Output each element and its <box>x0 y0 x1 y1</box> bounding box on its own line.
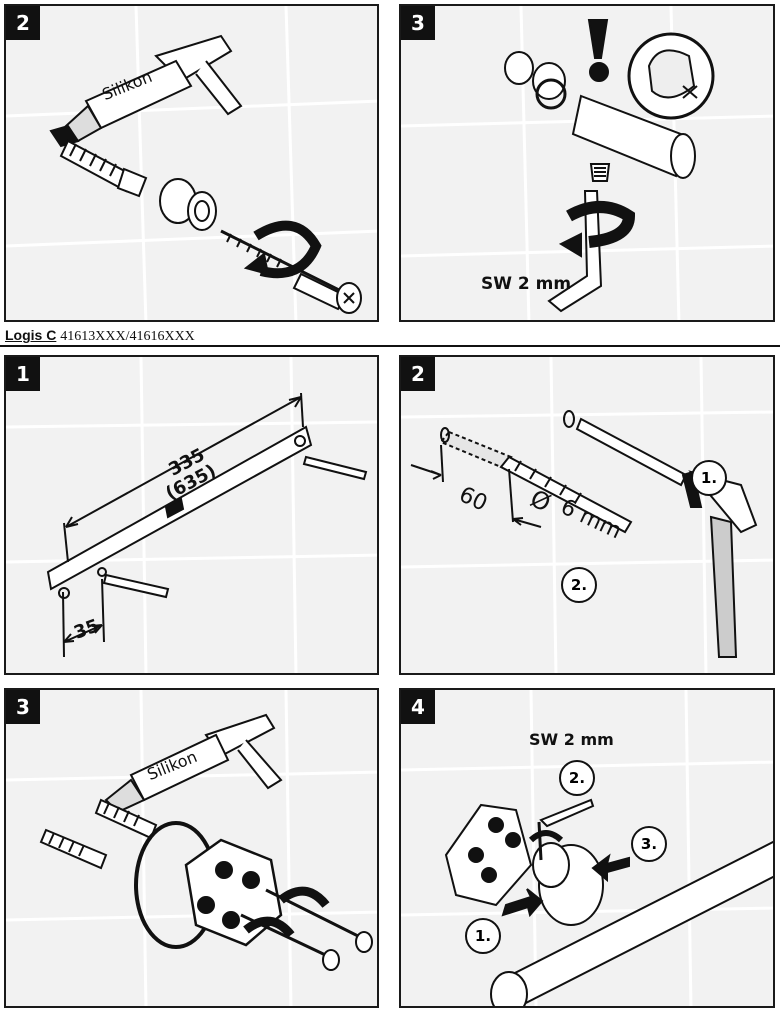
instruction-panel-step-3: 3 <box>4 688 379 1008</box>
instruction-panel-top-step-2: 2 <box>4 4 379 322</box>
instruction-panel-step-2: 2 60 Ø 6 mm 1. 2. <box>399 355 775 675</box>
hex-key-size-label: SW 2 mm <box>529 730 614 749</box>
order-marker-2: 2. <box>561 567 597 603</box>
hex-key-size-label: SW 2 mm <box>481 274 572 294</box>
instruction-panel-step-4: 4 SW 2 mm 2. 3. 1. <box>399 688 775 1008</box>
step-number-badge: 2 <box>6 6 40 40</box>
instruction-panel-step-1: 1 335 (635) 35 <box>4 355 379 675</box>
illustration-mounting-plate <box>6 690 377 1006</box>
step-number-badge: 3 <box>401 6 435 40</box>
order-marker-1: 1. <box>465 918 501 954</box>
instruction-panel-top-step-3: 3 SW <box>399 4 775 322</box>
illustration-silicone-dowel-screw <box>6 6 377 320</box>
order-marker-3: 3. <box>631 826 667 862</box>
order-marker-2: 2. <box>559 760 595 796</box>
product-model-line: Logis C 41613XXX/41616XXX <box>5 327 195 345</box>
step-number-badge: 3 <box>6 690 40 724</box>
step-number-badge: 4 <box>401 690 435 724</box>
illustration-drilling-template <box>6 357 377 673</box>
illustration-grub-screw-hex-key <box>401 6 773 320</box>
step-number-badge: 2 <box>401 357 435 391</box>
order-marker-1: 1. <box>691 460 727 496</box>
product-name: Logis C <box>5 327 57 343</box>
section-divider <box>0 345 780 347</box>
step-number-badge: 1 <box>6 357 40 391</box>
product-codes: 41613XXX/41616XXX <box>60 329 195 344</box>
